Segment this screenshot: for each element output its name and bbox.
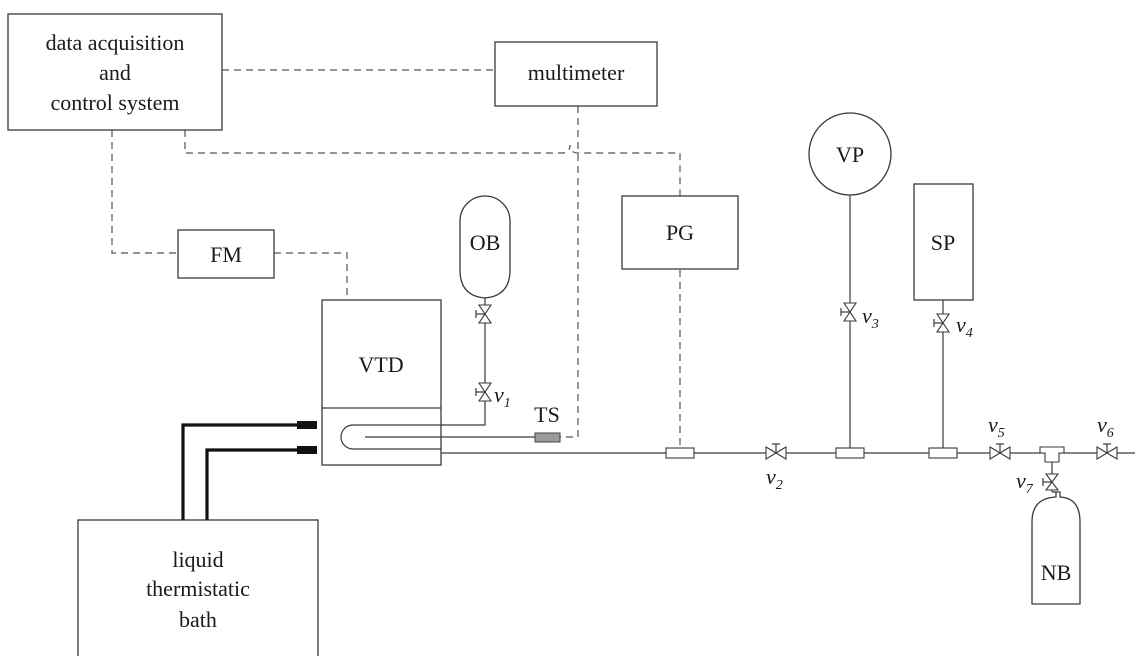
valve-label-v7: v7 <box>1016 468 1034 497</box>
vp-label: VP <box>836 142 864 167</box>
valve-v1-symbol <box>475 382 493 402</box>
fm-box <box>177 229 275 279</box>
multimeter-label: multimeter <box>528 60 625 85</box>
bath-hose-inner <box>205 448 300 520</box>
multimeter-box <box>494 41 658 107</box>
signal-line-fm-vtd <box>274 252 348 300</box>
pg-box <box>621 195 739 270</box>
daq-label-line1: data acquisition <box>46 30 185 55</box>
bath-box <box>77 519 319 656</box>
valve-label-v2: v2 <box>766 464 783 493</box>
tee-sp <box>928 447 958 459</box>
daq-box <box>7 13 223 131</box>
hose-connector-top <box>297 421 317 429</box>
daq-label-line2: and <box>99 60 131 85</box>
tee-pg <box>665 447 695 459</box>
pg-label: PG <box>666 220 694 245</box>
nb-cylinder <box>1031 491 1081 605</box>
vtd-label: VTD <box>358 352 403 377</box>
daq-label-line3: control system <box>51 90 180 115</box>
bath-hose-outer <box>181 423 300 520</box>
valve-label-v5: v5 <box>988 412 1005 441</box>
signal-lines <box>111 69 681 449</box>
valve-label-v1: v1 <box>494 382 511 411</box>
valve-v3-symbol <box>840 302 858 322</box>
valve-v5-symbol <box>989 443 1011 460</box>
ob-line <box>441 298 486 426</box>
bath-label-line2: thermistatic <box>146 576 250 601</box>
vtd-box <box>321 299 442 466</box>
signal-line-multimeter-ts <box>560 106 579 438</box>
signal-line-daq-pg <box>184 130 681 196</box>
vtd-u-tube <box>340 424 441 450</box>
valve-label-v3: v3 <box>862 303 879 332</box>
valve-v7-symbol <box>1042 473 1060 491</box>
ob-label: OB <box>470 230 501 255</box>
ob-vessel <box>459 195 511 299</box>
fm-label: FM <box>210 242 242 267</box>
ts-label: TS <box>534 402 560 427</box>
bath-label-line1: liquid <box>172 547 223 572</box>
valve-label-v4: v4 <box>956 312 973 341</box>
nb-label: NB <box>1041 560 1072 585</box>
signal-line-daq-fm <box>111 130 178 254</box>
tee-nb <box>1039 446 1065 463</box>
hose-connector-bottom <box>297 446 317 454</box>
sp-box <box>913 183 974 301</box>
valve-v2-symbol <box>765 443 787 460</box>
tee-vp <box>835 447 865 459</box>
valve-ob-top-symbol <box>475 304 493 324</box>
valve-label-v6: v6 <box>1097 412 1114 441</box>
valve-v6-symbol <box>1096 443 1118 460</box>
ts-sensor <box>534 432 561 443</box>
bath-label-line3: bath <box>179 607 217 632</box>
valve-v4-symbol <box>933 313 951 333</box>
sp-label: SP <box>931 230 955 255</box>
